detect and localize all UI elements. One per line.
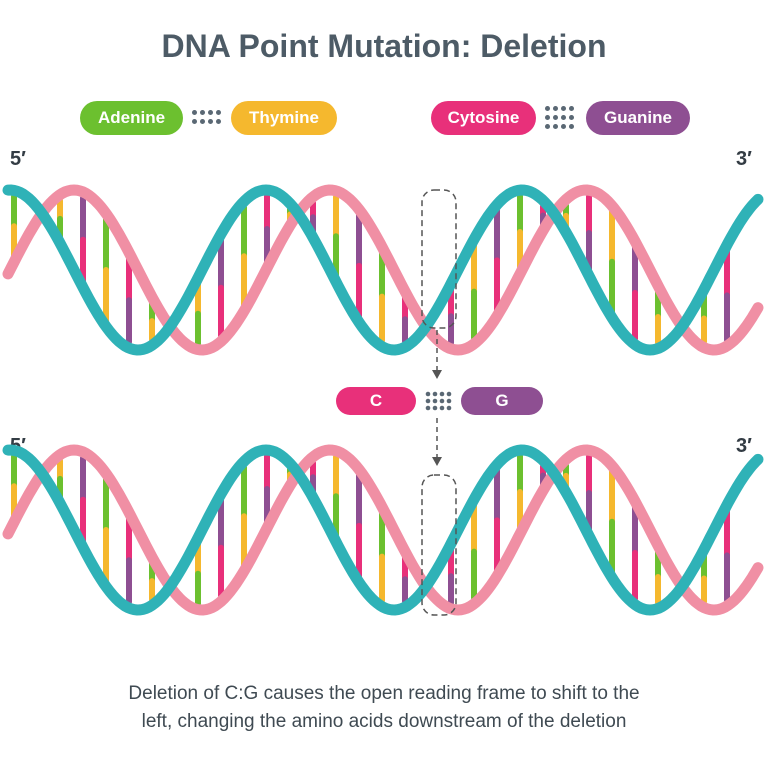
thymine-legend-pill: Thymine xyxy=(231,101,337,135)
caption-line-2: left, changing the amino acids downstrea… xyxy=(141,711,627,732)
deleted-bond-dots-icon xyxy=(425,391,452,411)
original-dna-helix xyxy=(2,184,764,356)
deleted-cytosine-pill: C xyxy=(336,387,416,415)
original-teal-strand xyxy=(2,184,764,356)
three-prime-label-bottom: 3′ xyxy=(736,435,752,457)
strong-bond-dots-icon xyxy=(543,106,577,130)
diagram-caption: Deletion of C:G causes the open reading … xyxy=(0,680,768,736)
diagram-title: DNA Point Mutation: Deletion xyxy=(161,28,607,64)
three-prime-label-top: 3′ xyxy=(736,148,752,170)
arrow-down-head-top xyxy=(432,370,442,379)
guanine-legend-pill: Guanine xyxy=(586,101,690,135)
mutated-dna-helix xyxy=(2,444,764,616)
cytosine-legend-pill: Cytosine xyxy=(431,101,536,135)
original-pink-strand xyxy=(2,184,764,356)
five-prime-label-top: 5′ xyxy=(10,148,26,170)
mutated-pink-strand xyxy=(2,444,764,616)
caption-line-1: Deletion of C:G causes the open reading … xyxy=(128,683,640,704)
deleted-guanine-pill: G xyxy=(461,387,543,415)
adenine-legend-pill: Adenine xyxy=(80,101,183,135)
weak-bond-dots-icon xyxy=(190,110,222,126)
mutated-teal-strand xyxy=(2,444,764,616)
